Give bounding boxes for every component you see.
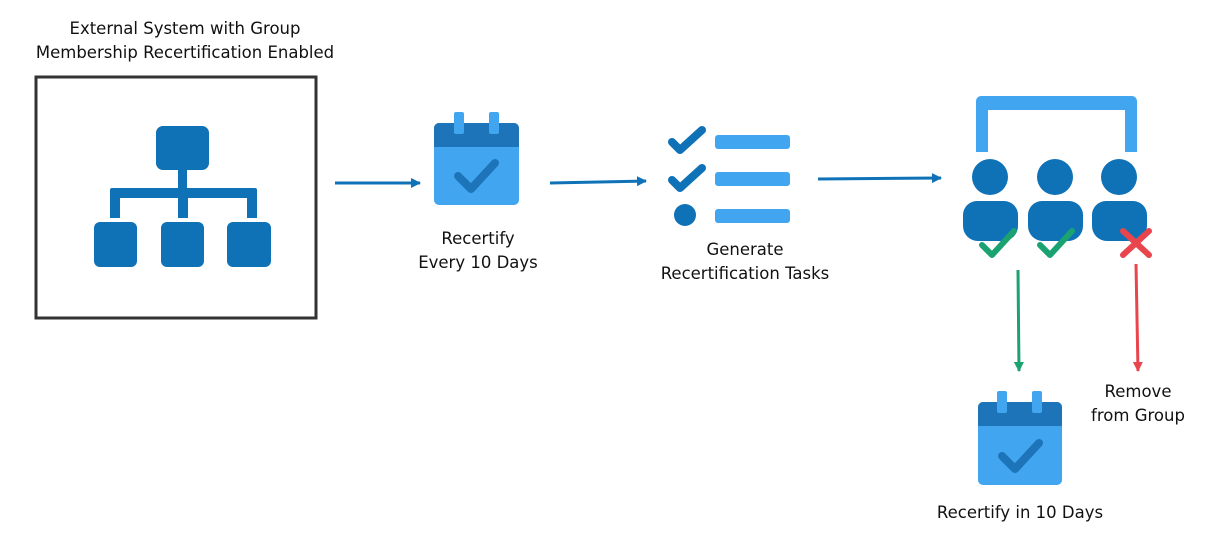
remove-arrow: [1132, 263, 1143, 372]
checklist-icon: [668, 126, 790, 226]
cross-mark-icon: [1120, 228, 1152, 258]
person-icon: [1092, 159, 1147, 241]
org-chart-icon: [94, 126, 271, 267]
generate-tasks-label: Generate Recertification Tasks: [660, 240, 830, 283]
person-icon: [963, 159, 1018, 241]
remove-from-group-label: Remove from Group: [1091, 382, 1185, 425]
flow-arrow-2: [549, 176, 647, 187]
system-title: External System with Group Membership Re…: [35, 19, 335, 62]
check-mark-icon: [1037, 228, 1075, 258]
keep-arrow: [1013, 269, 1024, 372]
calendar-check-icon: [434, 112, 519, 205]
person-icon: [1028, 159, 1083, 241]
recertify-next-label: Recertify in 10 Days: [936, 503, 1104, 522]
recertify-interval-label: Recertify Every 10 Days: [418, 229, 538, 272]
calendar-check-icon: [978, 391, 1062, 485]
flow-arrow-3: [817, 173, 942, 184]
check-mark-icon: [979, 228, 1017, 258]
group-people-icon: [963, 96, 1147, 241]
